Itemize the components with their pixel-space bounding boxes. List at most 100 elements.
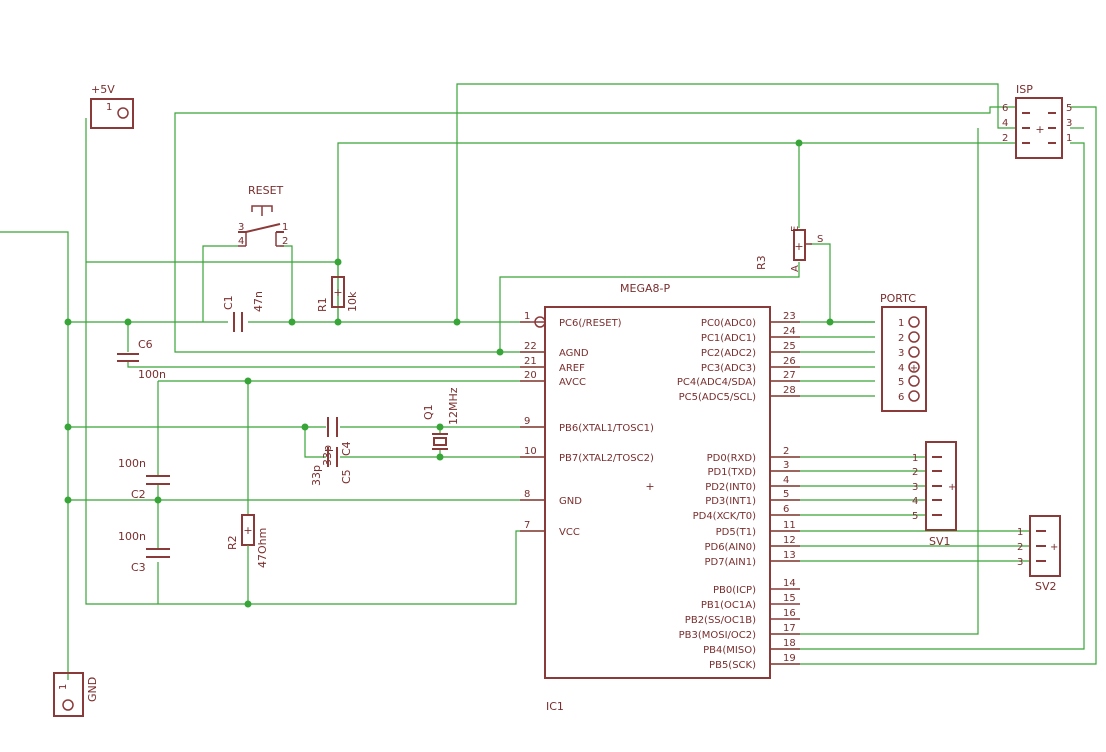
wire-r3-bottom <box>499 262 800 352</box>
portc-pin-socket <box>908 375 920 387</box>
ic1-pin-name: PB7(XTAL2/TOSC2) <box>559 453 654 464</box>
gnd-supply[interactable]: GND 1 <box>53 672 99 717</box>
junction <box>301 423 309 431</box>
portc-label: PORTC <box>880 292 916 305</box>
ic1-right-pins: 23PC0(ADC0)24PC1(ADC1)25PC2(ADC2)26PC3(A… <box>677 311 800 671</box>
ic1-pin-number: 6 <box>783 504 789 515</box>
portc-pin-number: 3 <box>898 348 904 359</box>
junction <box>64 318 72 326</box>
ic1-mega8[interactable]: MEGA8-P IC1 + 1PC6(/RESET)22AGND21AREF20… <box>520 282 800 713</box>
ic1-pin-name: PB4(MISO) <box>703 645 756 656</box>
wire-r1-to-isp <box>337 142 799 322</box>
r3-name: R3 <box>755 255 768 270</box>
junction <box>436 423 444 431</box>
r3-pin: E <box>790 226 801 232</box>
reset-pin: 3 <box>238 222 244 233</box>
capacitor-c2[interactable]: 100n C2 <box>118 457 170 501</box>
capacitor-c5[interactable]: C5 33p <box>310 447 353 486</box>
sv2-pin-number: 3 <box>1017 557 1023 568</box>
r2-name: R2 <box>226 535 239 550</box>
portc-pin-socket <box>908 361 920 373</box>
ic1-pin-name: PB5(SCK) <box>709 660 756 671</box>
reset-pin: 2 <box>282 236 288 247</box>
resistor-r2[interactable]: + R2 47Ohm <box>226 514 269 568</box>
c2-value: 100n <box>118 457 146 470</box>
ic1-pin-number: 17 <box>783 623 796 634</box>
ic1-pin-number: 11 <box>783 520 796 531</box>
sv2-label: SV2 <box>1035 580 1057 593</box>
r1-value: 10k <box>346 291 359 312</box>
ic1-pin-name: PD7(AIN1) <box>704 557 756 568</box>
ic1-pin-name: PB3(MOSI/OC2) <box>679 630 757 641</box>
ic1-name: IC1 <box>546 700 564 713</box>
isp-pin: 1 <box>1066 133 1072 144</box>
wire-miso <box>770 142 1085 650</box>
capacitor-c3[interactable]: 100n C3 <box>118 530 170 574</box>
ic1-value: MEGA8-P <box>620 282 670 295</box>
junction <box>795 139 803 147</box>
wire-vcc-rail <box>85 118 545 605</box>
isp-connector[interactable]: + ISP 6 5 4 3 2 1 <box>1002 83 1072 159</box>
reset-switch[interactable]: RESET 3 1 4 2 <box>238 184 288 247</box>
capacitor-c6[interactable]: C6 100n <box>117 338 166 381</box>
ic1-pin-name: PD1(TXD) <box>707 467 756 478</box>
ic1-center-mark: + <box>645 480 654 493</box>
c1-value: 47n <box>252 291 265 312</box>
junction <box>288 318 296 326</box>
ic1-pin-number: 4 <box>783 475 789 486</box>
resistor-r1[interactable]: + R1 10k <box>316 276 359 312</box>
portc-pin-number: 6 <box>898 392 904 403</box>
r3-pin: A <box>790 265 801 272</box>
wire-mosi <box>770 128 979 635</box>
ic1-left-pins: 1PC6(/RESET)22AGND21AREF20AVCC9PB6(XTAL1… <box>520 311 654 538</box>
junction <box>496 348 504 356</box>
ic1-pin-name: PC2(ADC2) <box>701 348 756 359</box>
r1-center-mark: + <box>333 286 342 299</box>
plus5v-pin: 1 <box>106 102 112 113</box>
ic1-pin-name: AREF <box>559 363 585 374</box>
junction <box>453 318 461 326</box>
c6-value: 100n <box>138 368 166 381</box>
isp-center-mark: + <box>1035 123 1044 136</box>
ic1-pin-number: 26 <box>783 356 796 367</box>
c5-name: C5 <box>340 469 353 484</box>
junction <box>64 496 72 504</box>
ic1-pin-number: 16 <box>783 608 796 619</box>
wire-c4c5-gnd <box>304 427 326 458</box>
sv1-pin-number: 5 <box>912 511 918 522</box>
ic1-pin-name: PC3(ADC3) <box>701 363 756 374</box>
sv2-connector[interactable]: SV2 123+ <box>1017 515 1061 593</box>
portc-pin-number: 2 <box>898 333 904 344</box>
c3-name: C3 <box>131 561 146 574</box>
wire-isp-pin4-loop <box>456 83 1016 322</box>
sv1-pin-number: 2 <box>912 467 918 478</box>
capacitor-c1[interactable]: C1 47n <box>222 291 265 332</box>
ic1-pin-number: 8 <box>524 489 530 500</box>
ic1-pin-number: 14 <box>783 578 796 589</box>
wire-reset-sw-left <box>202 245 238 322</box>
potentiometer-r3[interactable]: + R3 E A S <box>755 226 823 272</box>
portc-pin-socket <box>908 390 920 402</box>
ic1-pin-number: 2 <box>783 446 789 457</box>
junction <box>124 318 132 326</box>
plus5v-supply[interactable]: +5V 1 <box>90 83 134 129</box>
sv1-pin-number: 4 <box>912 496 918 507</box>
sv1-pin-number: 1 <box>912 453 918 464</box>
ic1-pin-number: 15 <box>783 593 796 604</box>
isp-pin: 3 <box>1066 118 1072 129</box>
crystal-q1[interactable]: Q1 12MHz <box>422 387 460 450</box>
portc-pin-number: 4 <box>898 363 904 374</box>
gnd-label: GND <box>86 677 99 702</box>
wire-left-input <box>0 231 69 680</box>
ic1-pin-name: PD0(RXD) <box>707 453 756 464</box>
ic1-pin-name: PC4(ADC4/SDA) <box>677 377 756 388</box>
plus5v-label: +5V <box>91 83 115 96</box>
ic1-pin-name: VCC <box>559 527 580 538</box>
ic1-pin-number: 27 <box>783 370 796 381</box>
c3-value: 100n <box>118 530 146 543</box>
ic1-pin-name: PD6(AIN0) <box>704 542 756 553</box>
portc-pin-socket <box>908 346 920 358</box>
